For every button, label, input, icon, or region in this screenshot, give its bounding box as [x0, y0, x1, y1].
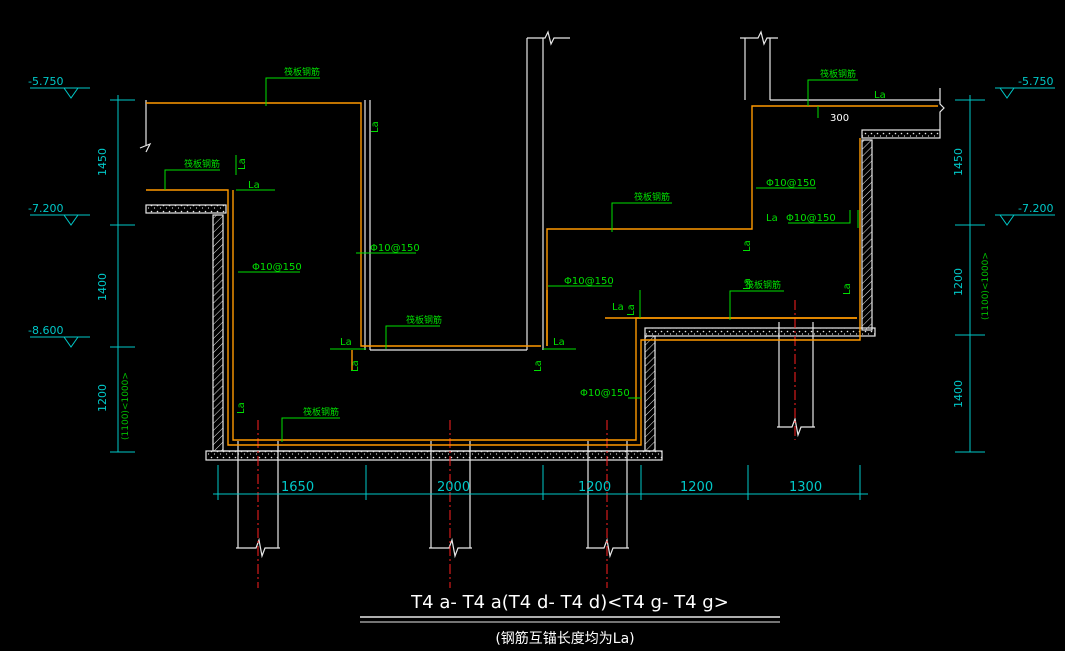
leader-lines: [164, 77, 859, 442]
la-label-4: La: [612, 302, 624, 313]
dim-h-1: 1650: [281, 480, 314, 495]
raft-rebar-label-6: 筏板钢筋: [745, 279, 781, 291]
la-label-v4: La: [533, 360, 544, 372]
rebar-lines: [146, 102, 938, 446]
raft-rebar-label-3: 筏板钢筋: [634, 191, 670, 203]
pile-4: [777, 322, 815, 438]
offset-300-label: 300: [830, 113, 849, 124]
title-main: T4 a- T4 a(T4 d- T4 d)<T4 g- T4 g>: [410, 592, 729, 613]
dim-left-3: 1200: [96, 384, 109, 412]
la-label-v6: La: [626, 304, 637, 316]
concrete-outline: [139, 30, 945, 461]
la-label-6: La: [874, 90, 886, 101]
la-label-3: La: [553, 337, 565, 348]
dim-left-4: (1100)<1000>: [121, 372, 131, 440]
la-label-v5: La: [236, 402, 247, 414]
la-label-5: La: [766, 213, 778, 224]
spacing-label-3: Φ10@150: [564, 276, 614, 287]
dim-right-1: 1450: [952, 148, 965, 176]
raft-rebar-label-5: 筏板钢筋: [406, 314, 442, 326]
raft-rebar-label-1: 筏板钢筋: [284, 66, 320, 78]
spacing-label-2: Φ10@150: [252, 262, 302, 273]
elevation-right-1: -5.750: [1018, 75, 1053, 88]
raft-rebar-label-4: 筏板钢筋: [820, 68, 856, 80]
dimension-lines: [30, 87, 1055, 500]
title-block: T4 a- T4 a(T4 d- T4 d)<T4 g- T4 g> (钢筋互锚…: [360, 592, 780, 647]
elevation-right-2: -7.200: [1018, 202, 1053, 215]
la-label-v3: La: [350, 360, 361, 372]
dim-right-2: 1200: [952, 268, 965, 296]
raft-rebar-label-7: 筏板钢筋: [303, 406, 339, 418]
dim-right-4: 1400: [952, 380, 965, 408]
spacing-label-6: Φ10@150: [580, 388, 630, 399]
raft-rebar-label-2: 筏板钢筋: [184, 158, 220, 170]
spacing-label-4: Φ10@150: [766, 178, 816, 189]
piles: [236, 322, 815, 559]
la-label-v7: La: [742, 240, 753, 252]
elevation-left-2: -7.200: [28, 202, 63, 215]
dim-left-2: 1400: [96, 273, 109, 301]
elevation-left-3: -8.600: [28, 324, 63, 337]
elevation-left-1: -5.750: [28, 75, 63, 88]
dim-h-5: 1300: [789, 480, 822, 495]
la-label-v8: La: [742, 278, 753, 290]
spacing-label-1: Φ10@150: [370, 243, 420, 254]
la-label-v2: La: [237, 158, 248, 170]
la-label-1: La: [248, 180, 260, 191]
title-note: (钢筋互锚长度均为La): [495, 630, 634, 647]
dim-h-3: 1200: [578, 480, 611, 495]
la-label-2: La: [340, 337, 352, 348]
dim-left-1: 1450: [96, 148, 109, 176]
dim-h-4: 1200: [680, 480, 713, 495]
dim-right-3: (1100)<1000>: [981, 252, 991, 320]
labels: -5.750 -7.200 -8.600 -5.750 -7.200 1450 …: [28, 66, 1053, 495]
dim-h-2: 2000: [437, 480, 470, 495]
spacing-label-5: Φ10@150: [786, 213, 836, 224]
la-label-v1: La: [370, 121, 381, 133]
la-label-v9: La: [842, 283, 853, 295]
pile-centerlines: [257, 300, 796, 588]
